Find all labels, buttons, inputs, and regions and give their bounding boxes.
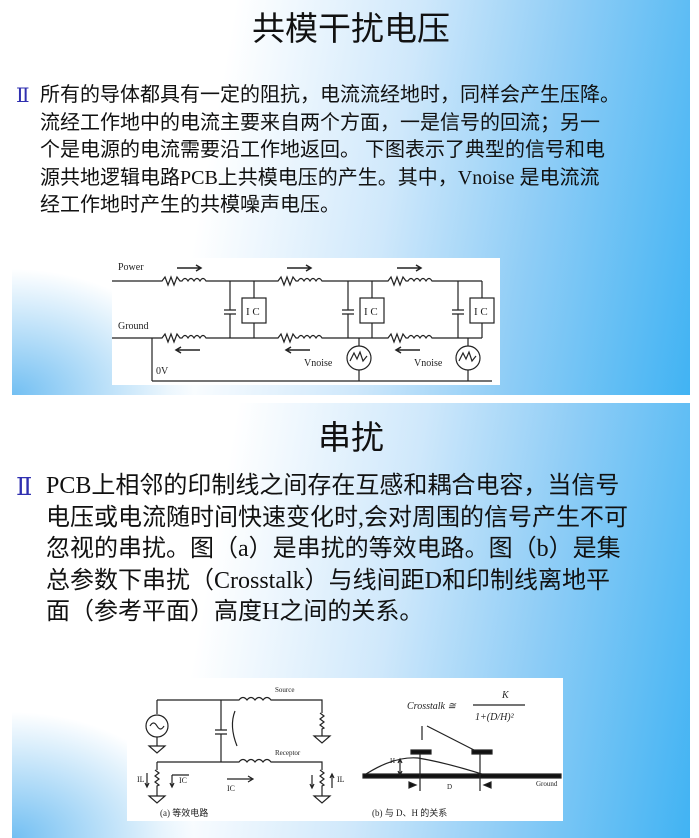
text-line: 个是电源的电流需要沿工作地返回。 下图表示了典型的信号和电	[40, 139, 605, 161]
text-line: PCB上相邻的印制线之间存在互感和耦合电容，当信号	[46, 473, 620, 499]
source-label: Source	[275, 686, 294, 694]
text-line: 流经工作地中的电流主要来自两个方面，一是信号的回流；另一	[40, 111, 600, 134]
crosstalk-figure: Source Receptor IL IL IC IC (a) 等效电路 Cro…	[127, 678, 563, 821]
caption-b: (b) 与 D、H 的关系	[372, 807, 447, 818]
noise-source-icon: Vnoise	[304, 338, 372, 381]
slide-crosstalk: 串扰 Ⅱ PCB上相邻的印制线之间存在互感和耦合电容，当信号 电压或电流随时间快…	[12, 403, 690, 838]
svg-text:Vnoise: Vnoise	[414, 358, 443, 369]
arrows	[174, 264, 423, 354]
slide-common-mode-voltage: 共模干扰电压 Ⅱ 所有的导体都具有一定的阻抗，电流流经地时，同样会产生压降。 流…	[12, 0, 690, 395]
ic-label: IC	[227, 784, 235, 793]
zero-volt-label: 0V	[156, 366, 169, 377]
formula-left: Crosstalk ≅	[407, 701, 456, 712]
svg-text:I C: I C	[364, 306, 378, 318]
bullet-icon: Ⅱ	[16, 473, 33, 501]
ic-block: I C	[452, 281, 495, 338]
ic-label: IC	[179, 776, 187, 785]
bullet-icon: Ⅱ	[16, 83, 30, 107]
slide-title: 串扰	[318, 418, 384, 457]
ground-label: Ground	[118, 321, 149, 332]
ic-block: I C	[224, 281, 267, 338]
text-line: 面（参考平面）高度H之间的关系。	[46, 599, 424, 625]
noise-source-icon: Vnoise	[414, 338, 481, 381]
text-line: 忽视的串扰。图（a）是串扰的等效电路。图（b）是集	[46, 536, 621, 562]
crosstalk-geometry: Crosstalk ≅ K 1+(D/H)² H D Ground (b) 与 …	[362, 690, 562, 818]
svg-text:I C: I C	[246, 306, 260, 318]
body-text: PCB上相邻的印制线之间存在互感和耦合电容，当信号 电压或电流随时间快速变化时,…	[46, 471, 628, 629]
svg-text:Vnoise: Vnoise	[304, 358, 333, 369]
h-label: H	[390, 757, 395, 765]
ic-block: I C	[342, 281, 385, 338]
d-label: D	[447, 783, 452, 791]
receptor-label: Receptor	[275, 749, 301, 757]
svg-text:I C: I C	[474, 306, 488, 318]
il-label: IL	[337, 775, 345, 784]
il-label: IL	[137, 775, 145, 784]
text-line: 电压或电流随时间快速变化时,会对周围的信号产生不可	[46, 504, 628, 531]
caption-a: (a) 等效电路	[160, 807, 208, 818]
text-line: 总参数下串扰（Crosstalk）与线间距D和印制线离地平	[46, 567, 610, 594]
text-line: 经工作地时产生的共模噪声电压。	[40, 194, 340, 216]
slide-title: 共模干扰电压	[252, 9, 450, 48]
text-line: 源共地逻辑电路PCB上共模电压的产生。其中，Vnoise 是电流流	[40, 166, 600, 189]
formula-denominator: 1+(D/H)²	[475, 712, 515, 723]
ground-label: Ground	[536, 780, 558, 788]
power-rail	[112, 275, 482, 287]
formula-numerator: K	[501, 690, 510, 701]
body-text: 所有的导体都具有一定的阻抗，电流流经地时，同样会产生压降。 流经工作地中的电流主…	[40, 82, 620, 220]
equivalent-circuit: Source Receptor IL IL IC IC (a) 等效电路	[137, 686, 345, 818]
power-label: Power	[118, 262, 144, 273]
text-line: 所有的导体都具有一定的阻抗，电流流经地时，同样会产生压降。	[40, 84, 620, 106]
common-mode-circuit-figure: Power Ground 0V I C I C	[112, 258, 500, 385]
ground-rail	[112, 332, 492, 382]
